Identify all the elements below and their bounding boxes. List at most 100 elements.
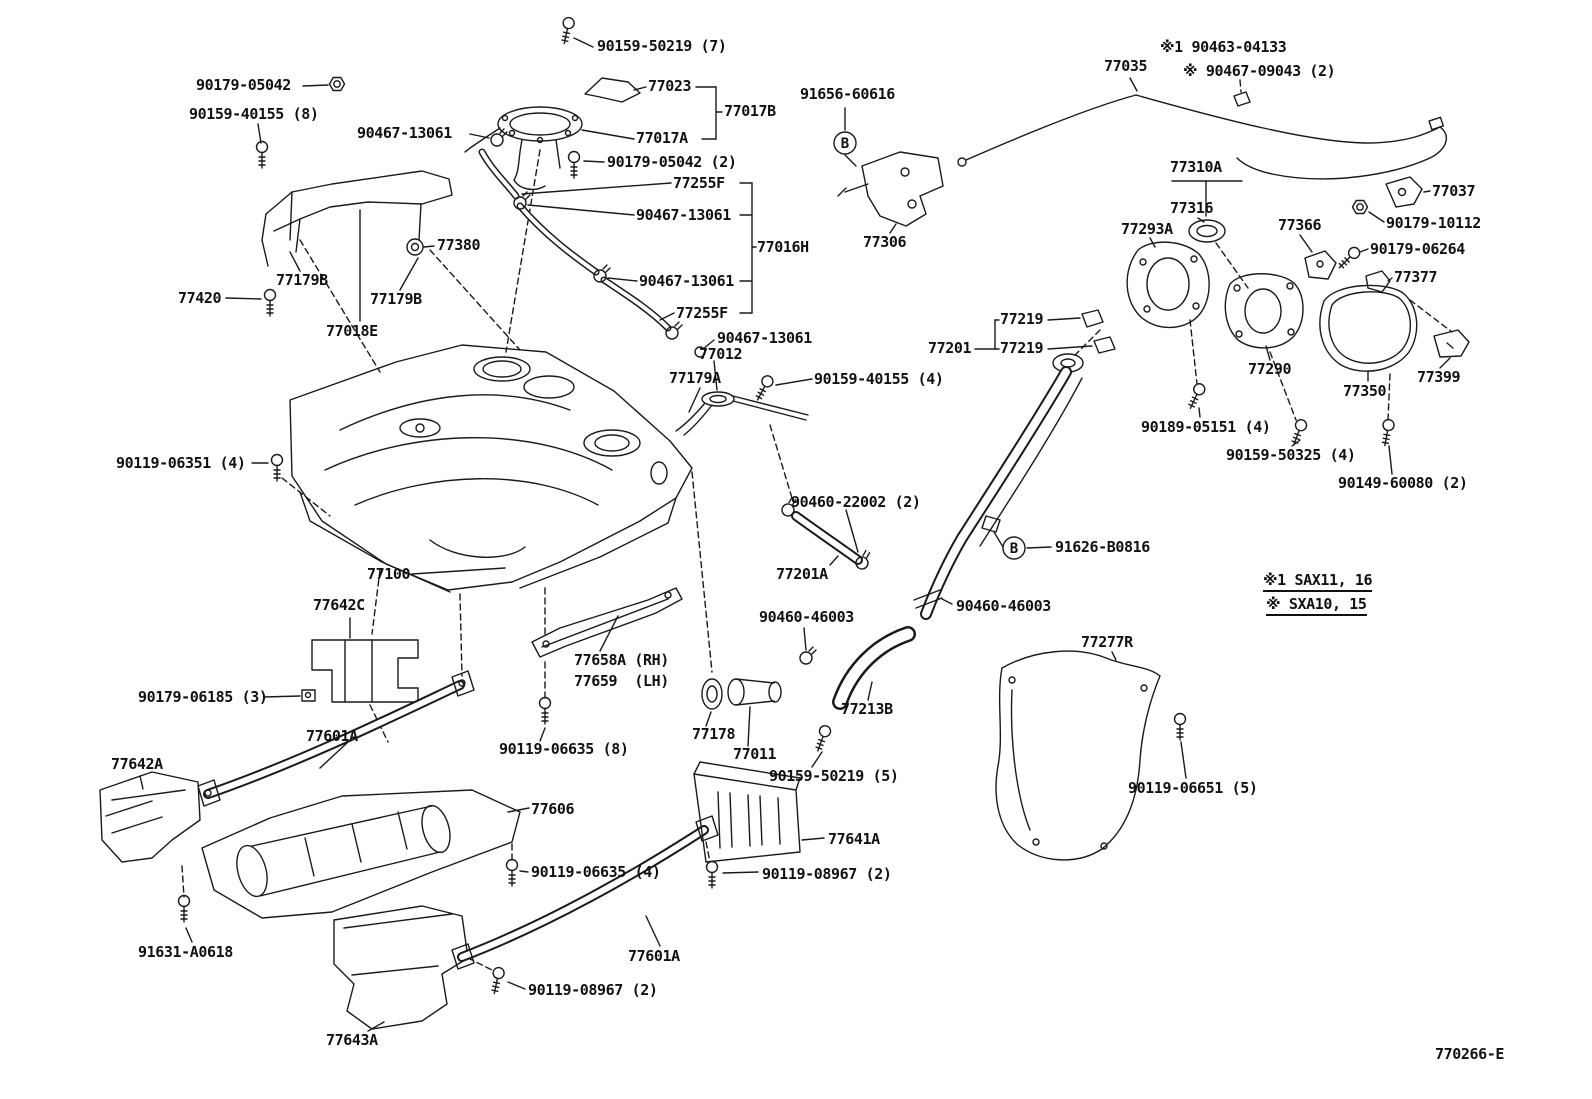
part-label: 77350 xyxy=(1343,382,1387,400)
shield-77642A xyxy=(99,771,201,943)
part-label: 77601A xyxy=(628,947,680,965)
part-label: 77601A xyxy=(306,727,358,745)
lever-77037 xyxy=(1351,176,1431,223)
part-label: ※1 90463-04133 xyxy=(1160,38,1287,56)
part-label: 77179B xyxy=(276,271,328,289)
bracket-77658A xyxy=(531,587,683,742)
fuel-pipe-77012 xyxy=(675,339,813,499)
part-label: 77037 xyxy=(1432,182,1476,200)
shield-77643A xyxy=(333,905,526,1032)
part-label: 90119-08967 (2) xyxy=(762,865,892,883)
part-label: 90159-50219 (5) xyxy=(769,767,899,785)
part-label: 77420 xyxy=(178,289,222,307)
part-label: 77011 xyxy=(733,745,777,763)
note-label: ※1 SAX11, 16 xyxy=(1263,573,1373,592)
part-label: 77035 xyxy=(1104,57,1148,75)
part-label: 77310A xyxy=(1170,158,1222,176)
part-label: 90159-40155 (4) xyxy=(814,370,944,388)
part-label: 90179-10112 xyxy=(1386,214,1481,232)
part-label: 90159-40155 (8) xyxy=(189,105,319,123)
part-label: 90119-06351 (4) xyxy=(116,454,246,472)
part-label: 77201A xyxy=(776,565,828,583)
part-label: 77100 xyxy=(367,565,411,583)
part-label: 77255F xyxy=(673,174,725,192)
part-label: 77366 xyxy=(1278,216,1322,234)
release-cable-77035 xyxy=(957,77,1448,180)
part-label: 90119-08967 (2) xyxy=(528,981,658,999)
part-label: 77017B xyxy=(724,102,776,120)
pipe-bracket-77018E xyxy=(225,76,521,373)
filler-neck-parts xyxy=(1126,180,1470,475)
shield-77277R xyxy=(995,650,1187,861)
part-label: 90119-06635 (8) xyxy=(499,740,629,758)
part-label: 90467-13061 xyxy=(636,206,731,224)
connector-b-bottom-label: B xyxy=(1010,541,1018,557)
part-label: 91631-A0618 xyxy=(138,943,233,961)
fuel-tank-77100 xyxy=(251,344,713,677)
part-label: 90179-06264 xyxy=(1370,240,1465,258)
part-label: 77017A xyxy=(636,129,688,147)
part-label: 90460-22002 (2) xyxy=(791,493,921,511)
filler-pipe-77201 xyxy=(913,309,1116,620)
part-label: 77201 xyxy=(928,339,972,357)
part-label: 77213B xyxy=(841,700,893,718)
part-label: 77293A xyxy=(1121,220,1173,238)
part-label: 91656-60616 xyxy=(800,85,895,103)
part-label: 77016H xyxy=(757,238,809,256)
part-label: 77012 xyxy=(699,345,743,363)
bracket-77306 xyxy=(837,107,944,234)
part-label: 77316 xyxy=(1170,199,1214,217)
part-label: 77642C xyxy=(313,596,365,614)
part-label: 77255F xyxy=(676,304,728,322)
bracket-77642C xyxy=(263,617,419,743)
part-label: 91626-B0816 xyxy=(1055,538,1150,556)
part-label: 90460-46003 xyxy=(759,608,854,626)
part-label: 77179B xyxy=(370,290,422,308)
protector-77606 xyxy=(201,789,530,919)
part-label: 77642A xyxy=(111,755,163,773)
part-label: 90159-50325 (4) xyxy=(1226,446,1356,464)
diagram-code: 770266-E xyxy=(1435,1045,1505,1063)
bracket-77641A xyxy=(693,761,825,863)
part-label: 77643A xyxy=(326,1031,378,1049)
part-label: 90467-13061 xyxy=(357,124,452,142)
part-label: 90467-13061 xyxy=(717,329,812,347)
part-label: 77179A xyxy=(669,369,721,387)
part-label: 90119-06651 (5) xyxy=(1128,779,1258,797)
part-label: 77219 xyxy=(1000,339,1044,357)
connector-b-bottom: B xyxy=(1002,536,1026,560)
part-label: 77018E xyxy=(326,322,378,340)
connector-b-top-label: B xyxy=(841,136,849,152)
part-label: 77606 xyxy=(531,800,575,818)
part-label: 77290 xyxy=(1248,360,1292,378)
part-label: 77277R xyxy=(1081,633,1133,651)
part-label: 90149-60080 (2) xyxy=(1338,474,1468,492)
part-label: 90179-05042 xyxy=(196,76,291,94)
part-label: 90159-50219 (7) xyxy=(597,37,727,55)
part-label: 77219 xyxy=(1000,310,1044,328)
part-label: 77306 xyxy=(863,233,907,251)
note-label: ※ SXA10, 15 xyxy=(1266,597,1367,616)
connector-b-top: B xyxy=(833,131,857,167)
tank-strap-upper xyxy=(197,670,475,807)
pump-77011 xyxy=(701,627,833,768)
part-label: 77658A (RH) xyxy=(574,651,669,669)
part-label: ※ 90467-09043 (2) xyxy=(1183,62,1336,80)
part-label: 77023 xyxy=(648,77,692,95)
part-label: 77377 xyxy=(1394,268,1438,286)
part-label: 77178 xyxy=(692,725,736,743)
part-label: 90119-06635 (4) xyxy=(531,863,661,881)
part-label: 90179-06185 (3) xyxy=(138,688,268,706)
part-label: 77380 xyxy=(437,236,481,254)
tank-strap-lower xyxy=(451,815,759,970)
part-label: 77659 (LH) xyxy=(574,672,669,690)
hose-77213B xyxy=(832,626,916,710)
hose-77201A xyxy=(778,496,874,572)
part-label: 90467-13061 xyxy=(639,272,734,290)
fuel-pump-plate xyxy=(464,15,723,353)
part-label: 90189-05151 (4) xyxy=(1141,418,1271,436)
part-label: 77641A xyxy=(828,830,880,848)
hoses-77016H xyxy=(478,148,757,340)
